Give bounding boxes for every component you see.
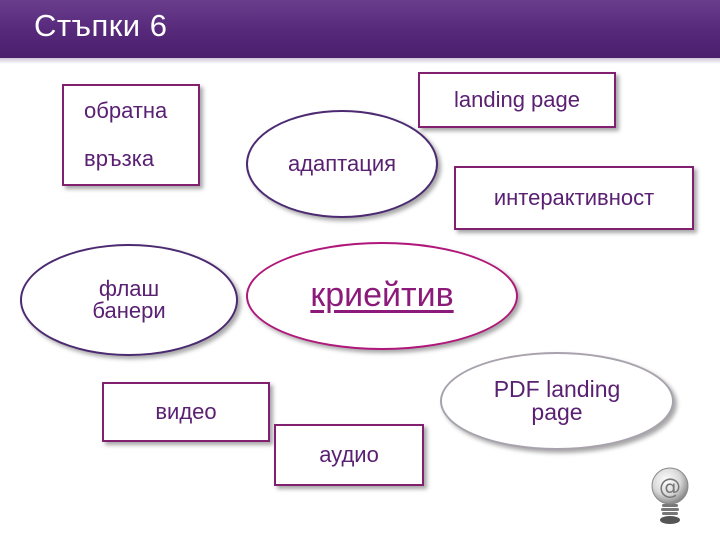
pdf-landing-page-ellipse: PDF landing page	[440, 352, 674, 450]
at-sign-icon: @	[651, 467, 689, 524]
header-shadow	[0, 58, 720, 64]
interactivity-box: интерактивност	[454, 166, 694, 230]
svg-text:@: @	[659, 475, 681, 500]
flash-banners-ellipse: флаш банери	[20, 244, 238, 356]
slide-title: Стъпки 6	[34, 8, 168, 43]
audio-box: аудио	[274, 424, 424, 486]
header-bar: Стъпки 6	[0, 0, 720, 58]
landing-page-box: landing page	[418, 72, 616, 128]
video-box: видео	[102, 382, 270, 442]
feedback-box: обратна връзка	[62, 84, 200, 186]
creative-ellipse: криейтив	[246, 242, 518, 350]
adaptation-ellipse: адаптация	[246, 110, 438, 218]
